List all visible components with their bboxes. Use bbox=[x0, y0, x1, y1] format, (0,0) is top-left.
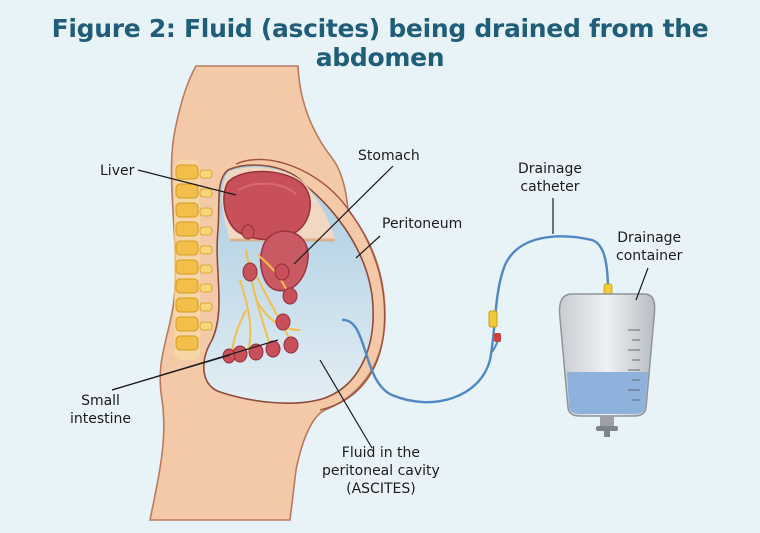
leader-lines bbox=[111, 165, 649, 449]
liver bbox=[223, 170, 311, 241]
label-stomach: Stomach bbox=[358, 148, 420, 164]
label-small-intestine: Small intestine bbox=[70, 393, 132, 427]
label-liver: Liver bbox=[100, 163, 135, 179]
label-drainage-catheter: Drainage catheter bbox=[518, 161, 582, 195]
label-drainage-container: Drainage container bbox=[616, 230, 683, 264]
stomach bbox=[259, 230, 309, 292]
peritoneum-outline bbox=[235, 158, 386, 411]
spine bbox=[174, 160, 213, 360]
catheter-tube bbox=[341, 235, 610, 404]
label-fluid: Fluid in the peritoneal cavity (ASCITES) bbox=[322, 445, 440, 497]
label-peritoneum: Peritoneum bbox=[382, 216, 463, 232]
catheter-clamp-red bbox=[494, 333, 501, 342]
catheter-clamp-yellow bbox=[488, 310, 498, 328]
drainage-container bbox=[558, 283, 656, 437]
figure-title: Figure 2: Fluid (ascites) being drained … bbox=[51, 14, 709, 72]
